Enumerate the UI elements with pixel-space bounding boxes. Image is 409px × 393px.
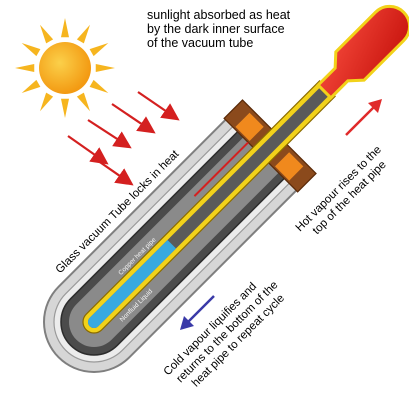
sunlight-caption: sunlight absorbed as heat by the dark in… — [147, 8, 291, 50]
sunlight-line-2: by the dark inner surface — [147, 22, 285, 36]
arrow-down-right-icon — [138, 92, 176, 118]
sun-ray — [61, 99, 69, 118]
arrow-down-right-icon — [112, 104, 152, 131]
sun-ray — [77, 25, 90, 44]
arrow-down-right-icon — [94, 158, 130, 183]
arrow-down-right-icon — [68, 136, 105, 162]
hot-vapour-caption: Hot vapour rises to the top of the heat … — [294, 144, 394, 244]
sun-ray — [61, 18, 69, 37]
sunlight-line-3: of the vacuum tube — [147, 36, 253, 50]
sun-icon — [15, 18, 115, 118]
sunlight-line-1: sunlight absorbed as heat — [147, 8, 291, 22]
sun-ray — [40, 93, 53, 112]
sun-ray — [22, 43, 41, 56]
sun-ray — [15, 64, 34, 72]
arrow-down-right-icon — [88, 120, 128, 146]
sun-ray — [77, 93, 90, 112]
condenser-bulb — [310, 0, 409, 106]
hot-vapour-line-1: Hot vapour rises to the — [294, 144, 384, 234]
arrow-up-right-icon — [346, 99, 382, 135]
sun-ray — [40, 25, 53, 44]
sun-ray — [90, 43, 109, 56]
sun-ray — [22, 80, 41, 93]
sun-ray — [90, 80, 109, 93]
sun-ray — [96, 64, 115, 72]
